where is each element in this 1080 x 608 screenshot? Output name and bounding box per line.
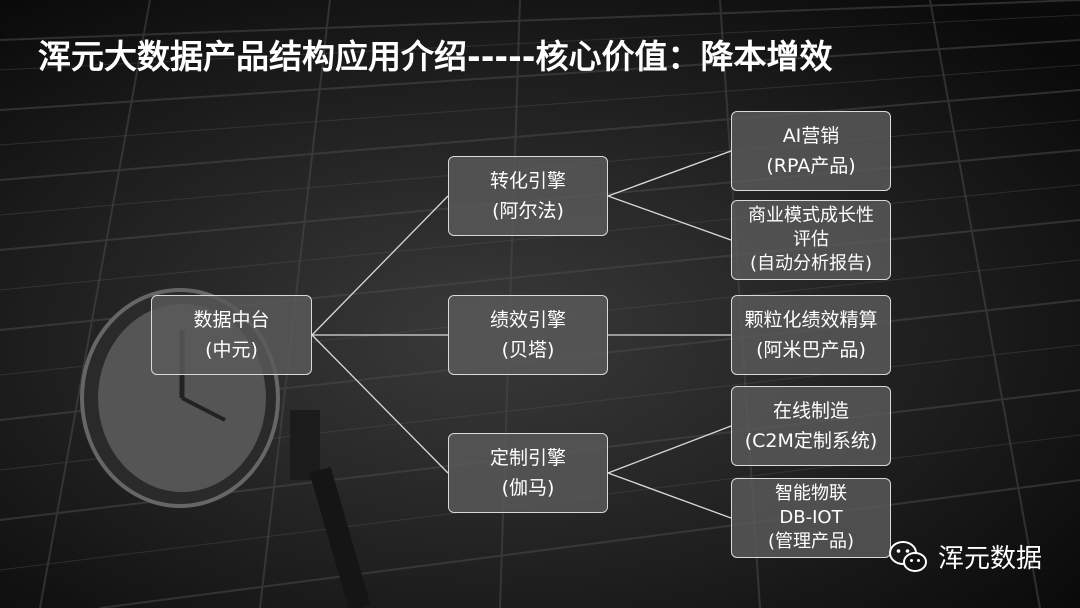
brand-watermark: 浑元数据: [888, 538, 1042, 575]
node-product-line: 评估: [793, 228, 829, 252]
node-engine-performance: 绩效引擎 (贝塔): [448, 295, 608, 375]
connector-root-engine1: [312, 196, 448, 335]
node-engine-subtitle: (阿尔法): [492, 196, 564, 226]
node-product-iot: 智能物联 DB-IOT (管理产品): [731, 478, 891, 558]
node-product-line: AI营销: [783, 121, 840, 151]
node-product-line: 商业模式成长性: [748, 204, 874, 228]
connector-engine1-product1: [608, 151, 731, 196]
node-engine-subtitle: (伽马): [502, 473, 555, 503]
node-product-ai-marketing: AI营销 (RPA产品): [731, 111, 891, 191]
node-engine-title: 定制引擎: [490, 443, 566, 473]
connector-engine3-product4: [608, 426, 731, 473]
node-engine-title: 转化引擎: [490, 166, 566, 196]
node-root-title: 数据中台: [193, 305, 269, 335]
node-product-online-manufacturing: 在线制造 (C2M定制系统): [731, 386, 891, 466]
node-engine-custom: 定制引擎 (伽马): [448, 433, 608, 513]
node-product-line: (RPA产品): [766, 151, 855, 181]
node-product-line: (自动分析报告): [750, 252, 872, 276]
node-root: 数据中台 (中元): [151, 295, 312, 375]
node-product-line: 颗粒化绩效精算: [744, 305, 877, 335]
connector-engine1-product2: [608, 196, 731, 240]
node-product-line: DB-IOT: [779, 506, 842, 530]
node-product-line: 在线制造: [773, 396, 849, 426]
node-engine-subtitle: (贝塔): [502, 335, 555, 365]
node-product-performance-calc: 颗粒化绩效精算 (阿米巴产品): [731, 295, 891, 375]
node-product-line: 智能物联: [775, 482, 847, 506]
node-root-subtitle: (中元): [205, 335, 258, 365]
connector-root-engine3: [312, 335, 448, 473]
node-product-line: (C2M定制系统): [745, 426, 878, 456]
node-engine-conversion: 转化引擎 (阿尔法): [448, 156, 608, 236]
node-product-line: (阿米巴产品): [756, 335, 866, 365]
wechat-icon: [888, 540, 928, 574]
node-product-business-model: 商业模式成长性 评估 (自动分析报告): [731, 200, 891, 280]
connector-engine3-product5: [608, 473, 731, 518]
node-engine-title: 绩效引擎: [490, 305, 566, 335]
node-product-line: (管理产品): [768, 530, 854, 554]
brand-name: 浑元数据: [938, 538, 1042, 575]
